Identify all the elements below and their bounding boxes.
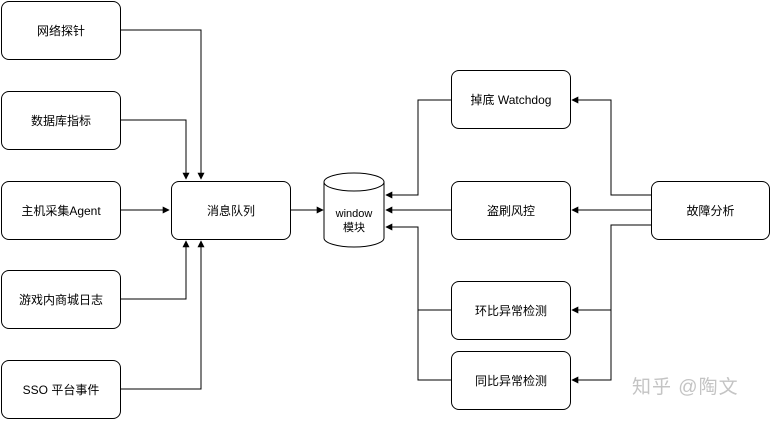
edge-db-metrics-to-queue	[121, 119, 190, 180]
node-db-metrics: 数据库指标	[1, 91, 121, 150]
edge-yoy-anomaly-to-window	[417, 310, 451, 381]
window-module-label: window 模块	[323, 207, 385, 235]
window-module-label-line2: 模块	[343, 222, 365, 234]
node-network-probe: 网络探针	[1, 1, 121, 60]
node-host-agent: 主机采集Agent	[1, 181, 121, 240]
edge-mom-anomaly-to-window	[385, 223, 451, 311]
node-yoy-anomaly: 同比异常检测	[451, 351, 571, 410]
edge-network-probe-to-queue	[121, 29, 205, 180]
node-message-queue: 消息队列	[171, 181, 291, 240]
edge-fault-to-yoy-anomaly	[571, 310, 612, 384]
edge-game-mall-log-to-queue	[121, 240, 190, 300]
node-watchdog: 掉底 Watchdog	[451, 70, 571, 129]
node-game-mall-log: 游戏内商城日志	[1, 270, 121, 329]
window-module-label-line1: window	[335, 208, 373, 220]
edge-sso-events-to-queue	[121, 240, 205, 390]
node-mom-anomaly: 环比异常检测	[451, 281, 571, 340]
edge-fault-to-watchdog	[571, 96, 651, 196]
watermark: 知乎 @陶文	[632, 377, 739, 398]
window-module-cylinder	[323, 172, 385, 248]
node-sso-events: SSO 平台事件	[1, 360, 121, 419]
node-fault-analysis: 故障分析	[651, 181, 770, 240]
node-risk-control: 盗刷风控	[451, 181, 571, 240]
edge-fault-to-mom-anomaly	[571, 224, 651, 314]
edge-watchdog-to-window	[385, 99, 451, 199]
